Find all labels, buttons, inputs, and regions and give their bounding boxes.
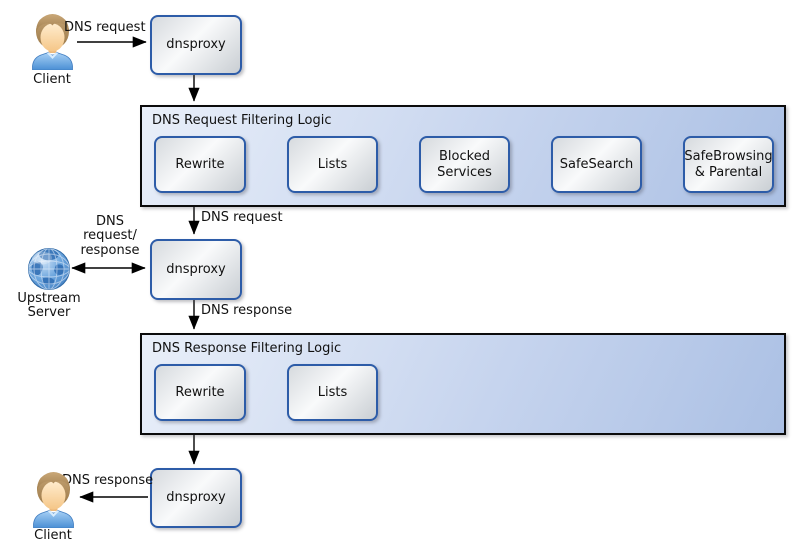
node-lists-response: Lists xyxy=(287,364,378,421)
node-blocked-services: Blocked Services xyxy=(419,136,510,193)
node-rewrite-request: Rewrite xyxy=(154,136,246,193)
edge-label-upstream-exchange: DNS request/ response xyxy=(80,214,140,258)
group-title-response: DNS Response Filtering Logic xyxy=(152,341,342,356)
client-bottom-label: Client xyxy=(34,528,72,543)
edge-label-filtered-request: DNS request xyxy=(201,210,283,225)
client-icon xyxy=(33,472,74,528)
group-dns-response-filtering: DNS Response Filtering Logic Rewrite Lis… xyxy=(140,333,786,435)
node-safesearch: SafeSearch xyxy=(551,136,642,193)
edge-label-client-request: DNS request xyxy=(64,20,146,35)
upstream-server-label: Upstream Server xyxy=(17,291,81,321)
node-dnsproxy-top: dnsproxy xyxy=(150,15,242,75)
node-dnsproxy-bottom: dnsproxy xyxy=(150,468,242,528)
client-icon xyxy=(32,14,73,70)
group-title-request: DNS Request Filtering Logic xyxy=(152,113,332,128)
node-rewrite-response: Rewrite xyxy=(154,364,246,421)
upstream-server-icon xyxy=(28,248,70,290)
group-dns-request-filtering: DNS Request Filtering Logic Rewrite List… xyxy=(140,105,786,207)
node-dnsproxy-middle: dnsproxy xyxy=(150,239,242,300)
client-top-label: Client xyxy=(33,72,71,87)
node-lists-request: Lists xyxy=(287,136,378,193)
node-safebrowsing-parental: SafeBrowsing & Parental xyxy=(683,136,774,193)
edge-label-proxy-response: DNS response xyxy=(201,303,293,318)
